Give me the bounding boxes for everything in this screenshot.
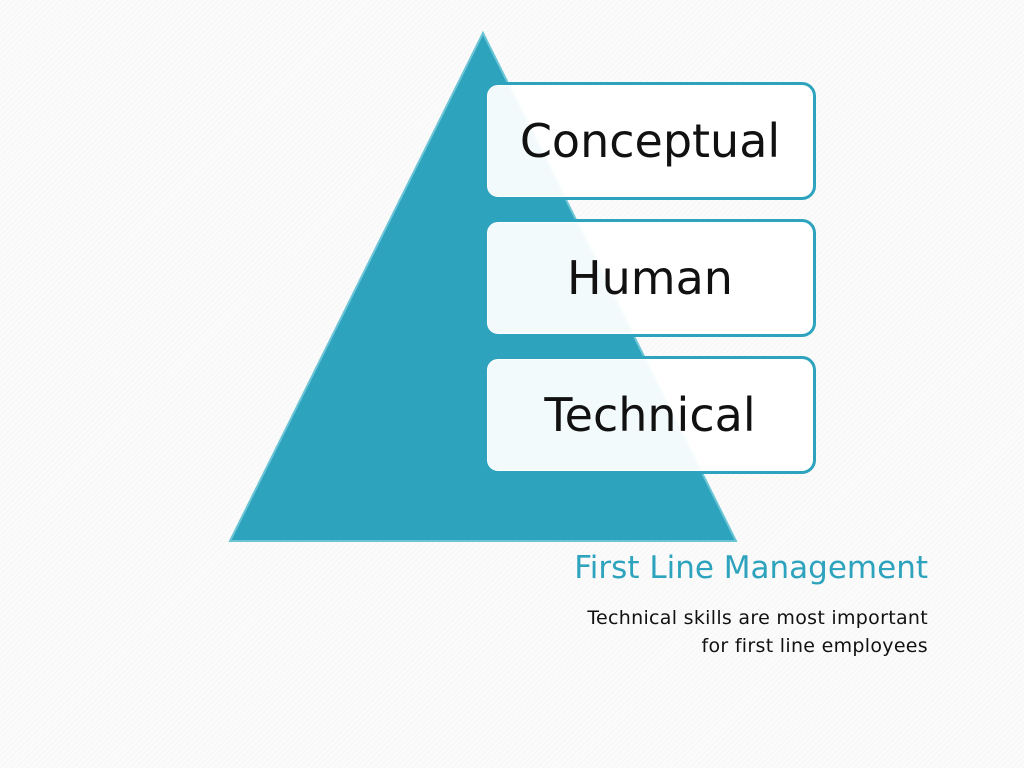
pyramid-level-technical: Technical [484,356,816,474]
pyramid-level-conceptual: Conceptual [484,82,816,200]
subtitle-line: for first line employees [701,635,928,657]
slide-subtitle: Technical skills are most important for … [587,604,928,660]
slide-title: First Line Management [574,550,928,586]
subtitle-line: Technical skills are most important [587,607,928,629]
pyramid-level-human: Human [484,219,816,337]
pyramid-level-label: Technical [544,388,756,442]
pyramid-level-label: Human [567,251,733,305]
pyramid-level-label: Conceptual [519,114,781,168]
